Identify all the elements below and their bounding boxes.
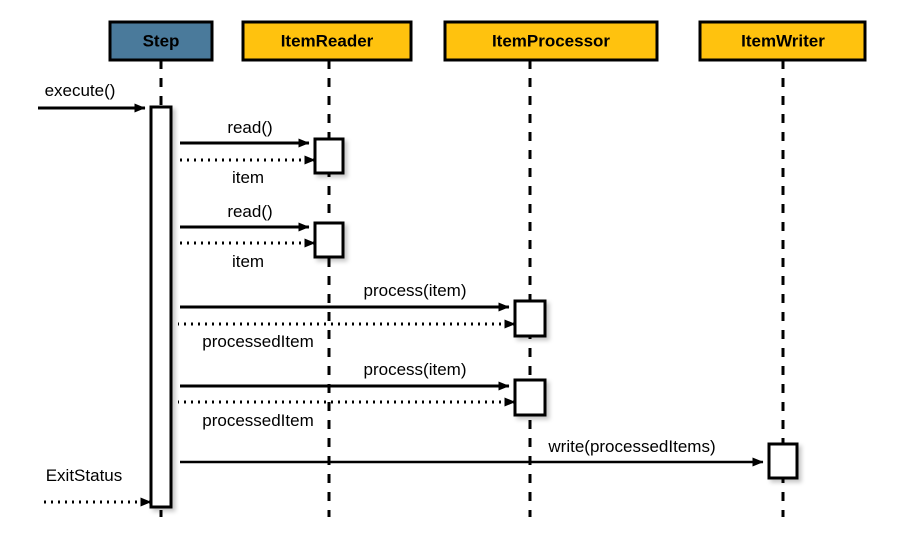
participant-header-step[interactable]: Step (108, 20, 214, 62)
message-label-processed-item-2: processedItem (202, 411, 314, 430)
participant-box-item-processor[interactable] (443, 20, 659, 62)
message-label-process-1: process(item) (364, 281, 467, 300)
message-label-execute: execute() (45, 81, 116, 100)
message-label-read-2: read() (227, 202, 272, 221)
participant-box-step[interactable] (108, 20, 214, 62)
message-label-read-1: read() (227, 118, 272, 137)
activation-bar-item-processor-2 (513, 378, 547, 417)
activations-group (149, 105, 799, 509)
participant-header-item-reader[interactable]: ItemReader (241, 20, 413, 62)
message-label-process-2: process(item) (364, 360, 467, 379)
participant-label-item-reader: ItemReader (281, 31, 374, 50)
participant-label-item-processor: ItemProcessor (492, 31, 610, 50)
participant-box-item-reader[interactable] (241, 20, 413, 62)
message-label-item-2: item (232, 252, 264, 271)
participant-headers-group: Step ItemReader ItemProcessor ItemWriter (108, 20, 867, 62)
participant-header-item-writer[interactable]: ItemWriter (698, 20, 867, 62)
activation-bar-step (149, 105, 173, 509)
activation-bar-item-processor-1 (513, 299, 547, 338)
message-label-write: write(processedItems) (547, 437, 715, 456)
activation-bar-item-writer-1 (767, 442, 799, 480)
activation-bar-item-reader-1 (313, 137, 345, 175)
participant-box-item-writer[interactable] (698, 20, 867, 62)
message-label-processed-item-1: processedItem (202, 332, 314, 351)
message-label-exit-status: ExitStatus (46, 466, 123, 485)
participant-label-step: Step (143, 31, 180, 50)
participant-header-item-processor[interactable]: ItemProcessor (443, 20, 659, 62)
participant-label-item-writer: ItemWriter (741, 31, 825, 50)
messages-group: execute() read() item read() item proces… (38, 81, 764, 507)
activation-bar-item-reader-2 (313, 221, 345, 259)
message-label-item-1: item (232, 168, 264, 187)
